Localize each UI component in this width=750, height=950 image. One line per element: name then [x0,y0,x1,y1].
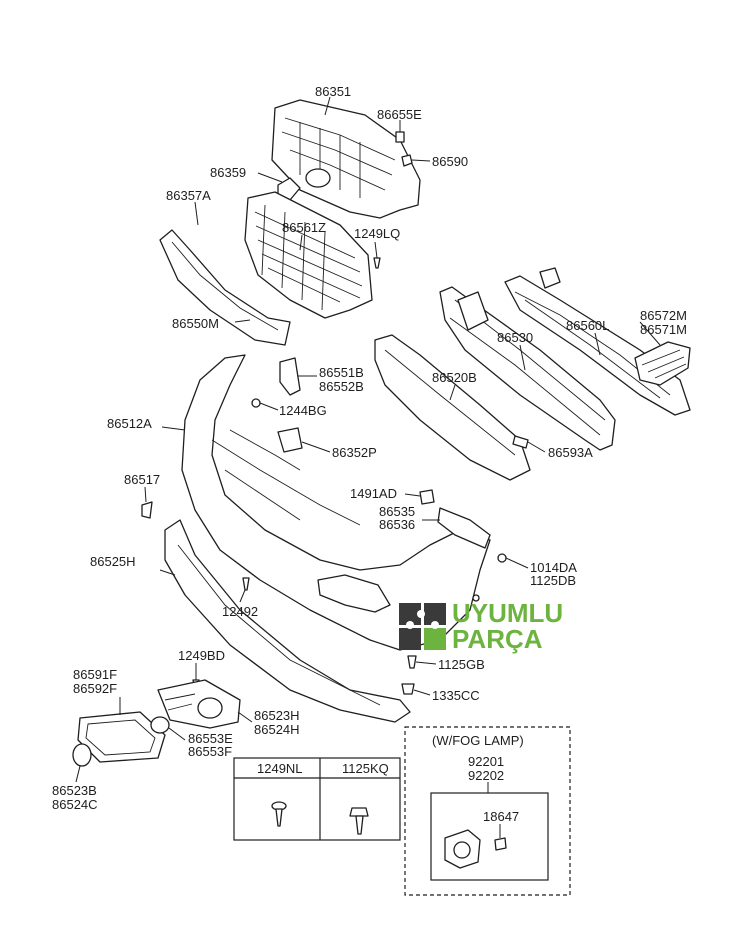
label-18647: 18647 [483,809,519,824]
clip-1491AD [419,489,435,505]
bolt-1014DA [497,553,507,563]
label-86591F: 86591F [73,667,117,682]
label-86592F: 86592F [73,681,117,696]
label-1249BD: 1249BD [178,648,225,663]
label-86359: 86359 [210,165,246,180]
clip-1335CC [401,683,415,695]
uyumlu-parca-logo: UYUMLU PARÇA [399,598,563,654]
label-86512A: 86512A [107,416,152,431]
label-1335CC: 1335CC [432,688,480,703]
logo-word-1: UYUMLU [452,598,563,628]
label-86351: 86351 [315,84,351,99]
label-86524C: 86524C [52,797,98,812]
leader-lines [75,96,661,783]
bolt-1125KQ-icon [349,807,369,835]
label-1244BG: 1244BG [279,403,327,418]
label-86655E: 86655E [377,107,422,122]
bolt-12492 [242,577,250,591]
cover-86553E [150,716,170,734]
fog-lamp-box: (W/FOG LAMP) 92201 92202 18647 [404,726,571,896]
bracket-86535 [437,507,491,549]
part-labels: 86351 86655E 86590 86359 86357A 86561Z 1… [52,84,687,812]
bolt-1244BG [251,398,261,408]
screw-1249LQ [373,257,381,269]
label-86525H: 86525H [90,554,136,569]
label-12492: 12492 [222,604,258,619]
label-1125KQ: 1125KQ [342,761,389,776]
label-86535: 86535 [379,504,415,519]
label-86530: 86530 [497,330,533,345]
label-1125DB: 1125DB [530,573,576,588]
label-92201: 92201 [468,754,504,769]
radiator-grille-86561Z [244,191,373,319]
label-1014DA: 1014DA [530,560,577,575]
label-86571M: 86571M [640,322,687,337]
bracket-86551B [279,357,301,396]
clip-86517 [141,501,153,519]
screw-1249NL-icon [271,801,287,827]
bracket-86572M [634,341,691,386]
emblem-bracket [277,177,301,201]
label-86560L: 86560L [566,318,609,333]
bezel-86591F [77,711,166,763]
cover-86523B [72,743,92,767]
bracket-86352P [277,427,303,453]
label-86523B: 86523B [52,783,97,798]
fog-lamp-title: (W/FOG LAMP) [432,733,524,748]
label-86593A: 86593A [548,445,593,460]
emblem-86359 [305,168,331,188]
garnish-86550M [159,229,291,346]
label-1491AD: 1491AD [350,486,397,501]
clip-86655E [395,131,405,143]
label-86553E: 86553E [188,731,233,746]
nut-86590 [401,154,413,167]
label-86572M: 86572M [640,308,687,323]
front-bumper-86512A [181,354,491,651]
fog-housing-86523H [157,679,241,729]
label-92202: 92202 [468,768,504,783]
bolt-1249x [472,594,480,602]
label-86520B: 86520B [432,370,477,385]
label-86561Z: 86561Z [282,220,326,235]
absorber-86520B [374,334,531,481]
label-86553F: 86553F [188,744,232,759]
label-86536: 86536 [379,517,415,532]
label-86524H: 86524H [254,722,300,737]
label-86550M: 86550M [172,316,219,331]
label-86590: 86590 [432,154,468,169]
label-1249NL: 1249NL [257,761,303,776]
label-86551B: 86551B [319,365,364,380]
label-86517: 86517 [124,472,160,487]
lower-lip-86525H [164,519,411,723]
label-86552B: 86552B [319,379,364,394]
fog-lamp-icon [444,829,507,869]
label-86352P: 86352P [332,445,377,460]
beam-86530 [439,286,616,451]
bolt-1125GB [407,655,417,669]
label-1125GB: 1125GB [438,657,485,672]
clip-86593A [512,435,529,449]
logo-word-2: PARÇA [452,624,543,654]
screw-table: 1249NL 1125KQ [233,757,401,841]
label-86523H: 86523H [254,708,300,723]
label-86357A: 86357A [166,188,211,203]
label-1249LQ: 1249LQ [354,226,400,241]
